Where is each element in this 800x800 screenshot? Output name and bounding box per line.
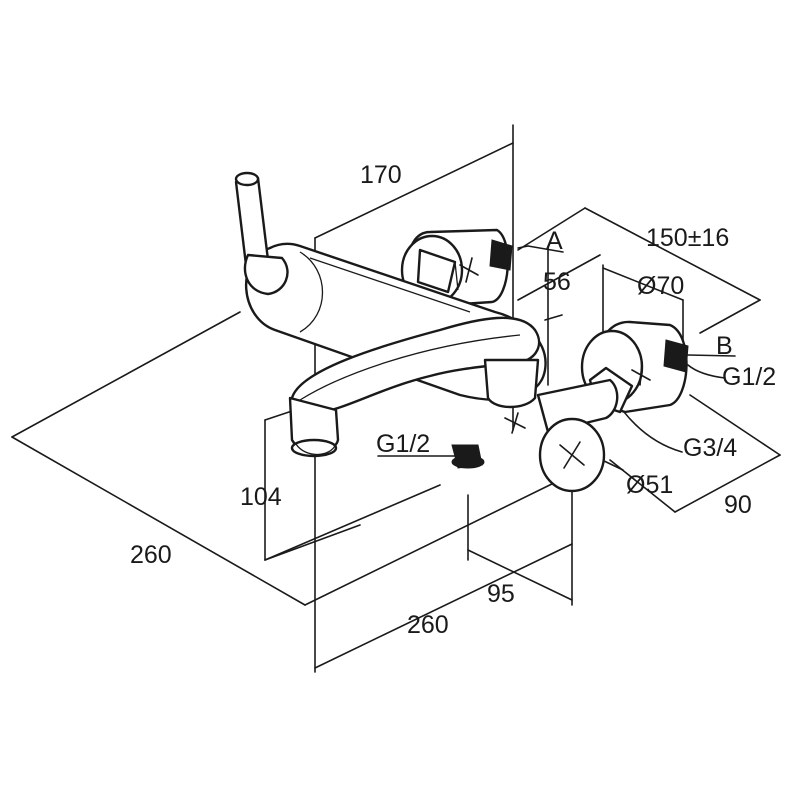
dim-260-bottom: 260 xyxy=(407,611,449,639)
dim-170: 170 xyxy=(360,161,402,189)
label-g34: G3/4 xyxy=(683,434,737,462)
label-b: B xyxy=(716,332,733,360)
spout xyxy=(288,316,541,458)
bottom-outlet xyxy=(451,444,485,469)
shower-outlet xyxy=(536,378,619,493)
dim-95: 95 xyxy=(487,580,515,608)
dimension-labels: 170 150±16 56 Ø70 104 260 260 95 90 Ø51 xyxy=(130,161,752,639)
center-marks xyxy=(504,412,526,434)
dim-90: 90 xyxy=(724,491,752,519)
label-g12-left: G1/2 xyxy=(376,430,430,458)
dim-51: Ø51 xyxy=(626,471,673,499)
label-g12-right: G1/2 xyxy=(722,363,776,391)
dimension-lines xyxy=(11,124,781,673)
dim-260-left: 260 xyxy=(130,541,172,569)
label-a: A xyxy=(546,227,563,255)
thread-labels: A B G1/2 G1/2 G3/4 xyxy=(376,227,776,462)
dim-56: 56 xyxy=(543,268,571,296)
dim-70: Ø70 xyxy=(637,272,684,300)
dim-104: 104 xyxy=(240,483,282,511)
faucet-illustration xyxy=(234,171,689,493)
lever-handle xyxy=(234,171,289,296)
dim-150: 150±16 xyxy=(646,224,729,252)
